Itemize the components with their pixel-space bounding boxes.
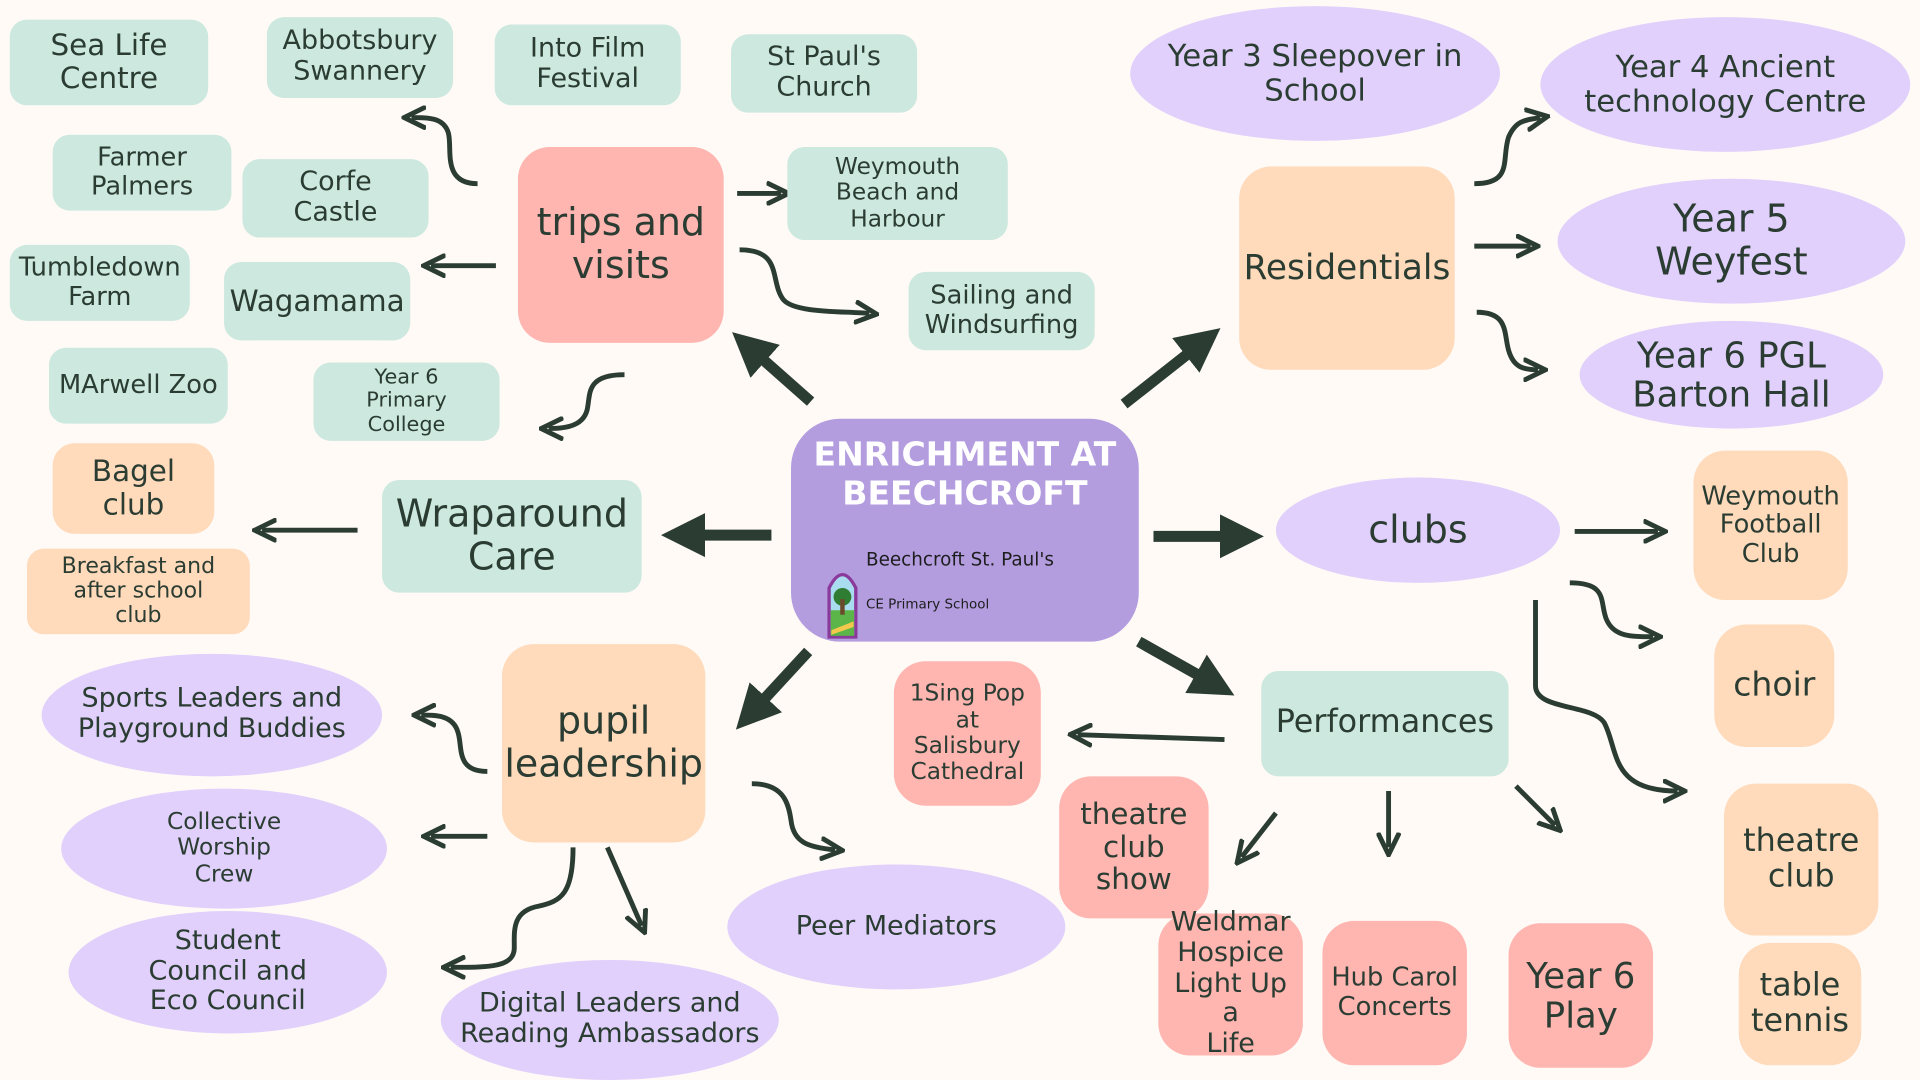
node-year-6-primary-college: Year 6 Primary College [313, 362, 500, 441]
school-crest-icon [827, 573, 858, 639]
node-abbotsbury-swannery: Abbotsbury Swannery [266, 17, 454, 98]
node-choir: choir [1714, 624, 1835, 747]
node-peer-mediators: Peer Mediators [727, 864, 1066, 990]
node-year-6-pgl-barton-hall: Year 6 PGL Barton Hall [1579, 320, 1884, 429]
node-tumbledown-farm: Tumbledown Farm [9, 244, 190, 321]
node-student-council-eco-council: Student Council and Eco Council [68, 911, 387, 1034]
school-logo: Beechcroft St. Paul's CE Primary School [827, 523, 1054, 640]
node-into-film-festival: Into Film Festival [494, 24, 681, 106]
node-year-4-ancient-technology-centre: Year 4 Ancient technology Centre [1540, 17, 1911, 152]
arrow-to-trips [732, 332, 815, 406]
node-year-3-sleepover: Year 3 Sleepover in School [1130, 6, 1501, 141]
school-subtitle: CE Primary School [865, 595, 990, 612]
branch-wraparound-care: Wraparound Care [382, 480, 642, 593]
node-collective-worship-crew: Collective Worship Crew [61, 788, 387, 909]
node-table-tennis: table tennis [1738, 942, 1862, 1066]
branch-pupil-leadership: pupil leadership [502, 644, 706, 843]
arrow-to-pupil-leadership [735, 647, 813, 730]
central-title: ENRICHMENT AT BEECHCROFT [813, 435, 1117, 514]
arrow-to-residentials [1120, 328, 1221, 409]
node-marwell-zoo: MArwell Zoo [48, 347, 228, 424]
central-topic: ENRICHMENT AT BEECHCROFT Beechcroft St. … [791, 418, 1139, 642]
node-weymouth-beach-and-harbour: Weymouth Beach and Harbour [787, 146, 1008, 241]
node-weldmar-hospice-light-up-a-life: Weldmar Hospice Light Up a Life [1158, 908, 1303, 1059]
node-corfe-castle: Corfe Castle [242, 159, 429, 238]
branch-clubs: clubs [1275, 477, 1561, 583]
school-name: Beechcroft St. Paul's [865, 548, 1054, 571]
node-st-pauls-church: St Paul's Church [731, 34, 918, 113]
node-hub-carol-concerts: Hub Carol Concerts [1322, 920, 1467, 1066]
node-digital-leaders-reading-ambassadors: Digital Leaders and Reading Ambassadors [440, 960, 779, 1080]
node-breakfast-and-after-school-club: Breakfast and after school club [26, 548, 250, 635]
branch-residentials: Residentials [1239, 166, 1455, 370]
node-wagamama: Wagamama [224, 262, 411, 341]
node-bagel-club: Bagel club [52, 443, 215, 534]
arrow-to-performances [1136, 636, 1235, 696]
branch-performances: Performances [1261, 671, 1509, 777]
node-theatre-club: theatre club [1724, 783, 1879, 936]
node-1sing-pop-salisbury-cathedral: 1Sing Pop at Salisbury Cathedral [893, 661, 1041, 806]
node-farmer-palmers: Farmer Palmers [52, 134, 232, 211]
node-weymouth-football-club: Weymouth Football Club [1693, 450, 1848, 601]
branch-trips-and-visits: trips and visits [517, 146, 724, 343]
node-theatre-club-show: theatre club show [1059, 776, 1209, 919]
node-year-6-play: Year 6 Play [1508, 923, 1654, 1068]
node-sailing-and-windsurfing: Sailing and Windsurfing [908, 271, 1095, 351]
node-sea-life-centre: Sea Life Centre [9, 19, 209, 106]
node-year-5-weyfest: Year 5 Weyfest [1557, 178, 1906, 304]
node-sports-leaders-playground-buddies: Sports Leaders and Playground Buddies [41, 653, 383, 777]
